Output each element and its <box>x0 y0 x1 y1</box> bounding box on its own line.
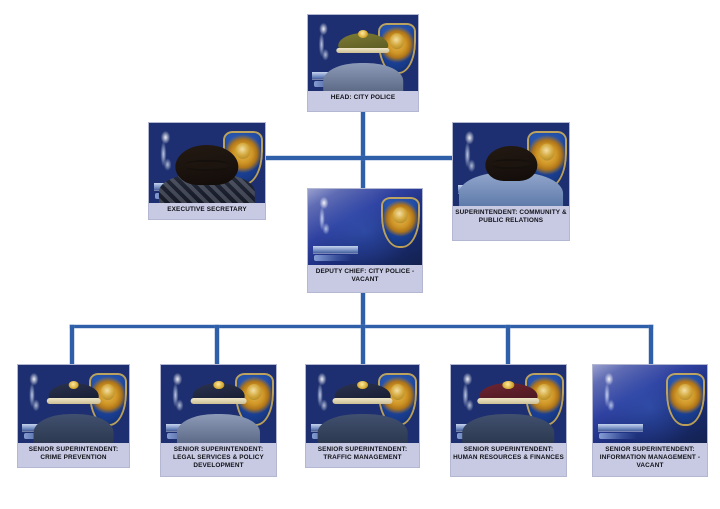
node-superintendent-community[interactable]: SUPERINTENDENT: COMMUNITY & PUBLIC RELAT… <box>452 122 570 241</box>
connector-drop-information-management <box>649 325 653 364</box>
portrait-crime-prevention <box>18 365 129 443</box>
person-figure <box>33 374 114 443</box>
node-information-management[interactable]: SENIOR SUPERINTENDENT: INFORMATION MANAG… <box>592 364 708 477</box>
node-label: SENIOR SUPERINTENDENT: CRIME PREVENTION <box>18 443 129 467</box>
signature-motif <box>313 255 353 262</box>
node-traffic-management[interactable]: SENIOR SUPERINTENDENT: TRAFFIC MANAGEMEN… <box>305 364 420 468</box>
cap-emblem-icon <box>357 30 369 39</box>
statue-motif-icon <box>311 193 337 250</box>
peaked-cap-icon <box>48 383 99 402</box>
torso <box>323 62 403 91</box>
connector-drop-crime-prevention <box>70 325 74 364</box>
statue-motif-icon <box>311 19 336 76</box>
node-head[interactable]: HEAD: CITY POLICE <box>307 14 419 112</box>
cap-emblem-icon <box>356 380 369 389</box>
node-label-text: SUPERINTENDENT: COMMUNITY & PUBLIC RELAT… <box>455 209 567 225</box>
portrait-deputy-chief-vacant <box>308 189 422 265</box>
glasses-icon <box>186 160 228 171</box>
portrait-legal-services <box>161 365 276 443</box>
cap-emblem-icon <box>213 380 224 389</box>
node-label-text: SENIOR SUPERINTENDENT: CRIME PREVENTION <box>28 446 119 462</box>
peaked-cap-icon <box>192 383 245 402</box>
statue-motif-icon <box>309 369 335 428</box>
cap-band <box>336 47 390 53</box>
node-label-text: DEPUTY CHIEF: CITY POLICE - VACANT <box>315 268 415 284</box>
connector-drop-human-resources <box>506 325 510 364</box>
portrait-superintendent-community <box>453 123 569 206</box>
statue-motif-icon <box>164 369 190 428</box>
glasses-icon <box>491 158 531 170</box>
node-label-text: SENIOR SUPERINTENDENT: INFORMATION MANAG… <box>599 446 701 470</box>
cap-band <box>190 398 247 404</box>
node-label: SENIOR SUPERINTENDENT: INFORMATION MANAG… <box>593 443 707 476</box>
person-figure <box>159 133 255 203</box>
person-figure <box>176 374 261 443</box>
person-figure <box>317 374 408 443</box>
node-legal-services[interactable]: SENIOR SUPERINTENDENT: LEGAL SERVICES & … <box>160 364 277 477</box>
cap-band <box>332 398 393 404</box>
connector-drop-legal-services <box>215 325 219 364</box>
node-label-text: SENIOR SUPERINTENDENT: TRAFFIC MANAGEMEN… <box>317 446 408 462</box>
nameplate-motif <box>597 423 644 431</box>
node-label-text: EXECUTIVE SECRETARY <box>167 206 247 213</box>
node-label: DEPUTY CHIEF: CITY POLICE - VACANT <box>308 265 422 292</box>
statue-motif-icon <box>596 369 622 428</box>
torso <box>176 414 261 443</box>
cap-emblem-icon <box>502 380 515 389</box>
portrait-executive-secretary <box>149 123 265 203</box>
person-figure <box>323 24 403 91</box>
node-deputy-chief[interactable]: DEPUTY CHIEF: CITY POLICE - VACANT <box>307 188 423 293</box>
cap-emblem-icon <box>68 380 79 389</box>
police-badge-icon <box>380 196 420 249</box>
node-label: HEAD: CITY POLICE <box>308 91 418 111</box>
node-label: SENIOR SUPERINTENDENT: TRAFFIC MANAGEMEN… <box>306 443 419 467</box>
statue-motif-icon <box>21 369 46 428</box>
torso <box>462 414 555 443</box>
node-human-resources[interactable]: SENIOR SUPERINTENDENT: HUMAN RESOURCES &… <box>450 364 567 477</box>
torso <box>317 414 408 443</box>
connector-deputy-to-bar <box>361 293 365 327</box>
cap-band <box>477 398 540 404</box>
node-label: SUPERINTENDENT: COMMUNITY & PUBLIC RELAT… <box>453 206 569 240</box>
person-figure <box>462 374 555 443</box>
signature-motif <box>598 432 638 440</box>
portrait-information-management-vacant <box>593 365 707 443</box>
torso <box>33 414 114 443</box>
node-label-text: SENIOR SUPERINTENDENT: LEGAL SERVICES & … <box>173 446 264 470</box>
hair <box>175 145 239 185</box>
node-label: SENIOR SUPERINTENDENT: HUMAN RESOURCES &… <box>451 443 566 476</box>
portrait-human-resources <box>451 365 566 443</box>
node-label: SENIOR SUPERINTENDENT: LEGAL SERVICES & … <box>161 443 276 476</box>
node-crime-prevention[interactable]: SENIOR SUPERINTENDENT: CRIME PREVENTION <box>17 364 130 468</box>
connector-head-to-deputy <box>361 110 365 188</box>
portrait-traffic-management <box>306 365 419 443</box>
node-label-text: HEAD: CITY POLICE <box>330 94 396 101</box>
node-label: EXECUTIVE SECRETARY <box>149 203 265 219</box>
nameplate-motif <box>312 246 359 253</box>
portrait-head <box>308 15 418 91</box>
node-executive-secretary[interactable]: EXECUTIVE SECRETARY <box>148 122 266 220</box>
cap-band <box>46 398 101 404</box>
peaked-cap-icon <box>334 383 391 402</box>
police-badge-icon <box>665 372 705 426</box>
peaked-cap-icon <box>338 32 388 51</box>
node-label-text: SENIOR SUPERINTENDENT: HUMAN RESOURCES &… <box>453 446 564 462</box>
person-figure <box>458 133 564 206</box>
connector-drop-traffic-management <box>361 325 365 364</box>
peaked-cap-icon <box>479 383 538 402</box>
statue-motif-icon <box>454 369 480 428</box>
connector-lateral-bar <box>266 156 454 160</box>
